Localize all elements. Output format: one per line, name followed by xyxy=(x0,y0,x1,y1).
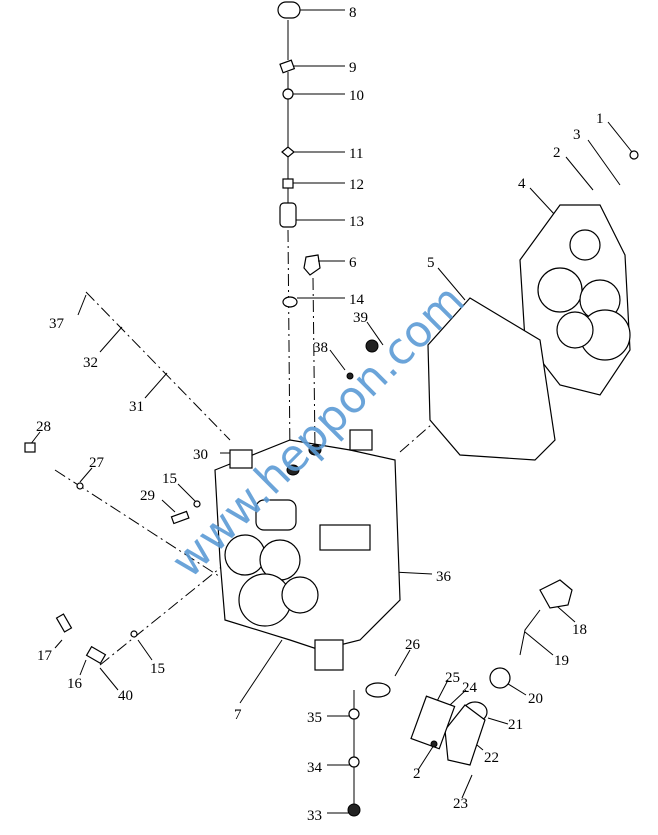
leader-line xyxy=(79,659,87,676)
leader-line xyxy=(394,649,411,677)
leader-line xyxy=(449,689,467,706)
leader-line xyxy=(366,321,384,346)
callout-1: 1 xyxy=(596,111,604,127)
callout-33: 33 xyxy=(307,808,322,824)
part-5-gasket xyxy=(427,297,556,461)
leader-line xyxy=(329,349,346,371)
callout-39: 39 xyxy=(353,310,368,326)
leader-line xyxy=(529,187,556,216)
leader-line xyxy=(99,326,123,353)
callout-16: 16 xyxy=(67,676,83,692)
leader-line xyxy=(137,639,153,661)
leader-line xyxy=(144,372,168,399)
callout-5: 5 xyxy=(427,255,435,271)
top-component-stack xyxy=(277,1,321,461)
leader-line xyxy=(54,639,63,649)
callout-19: 19 xyxy=(554,653,569,669)
small-parts xyxy=(24,150,639,817)
leader-line xyxy=(79,467,93,483)
callout-36: 36 xyxy=(436,569,452,585)
callout-24: 24 xyxy=(462,680,478,696)
callout-27: 27 xyxy=(89,455,105,471)
callout-13: 13 xyxy=(349,214,364,230)
part-12 xyxy=(282,178,294,189)
leader-line xyxy=(487,717,509,725)
callout-34: 34 xyxy=(307,760,323,776)
callout-21: 21 xyxy=(508,717,523,733)
leader-line xyxy=(524,631,554,656)
leader-line xyxy=(461,774,473,799)
leader-line xyxy=(77,294,87,316)
part-14-ring xyxy=(282,296,298,308)
callout-15-2: 15 xyxy=(150,661,165,677)
leader-line xyxy=(565,156,594,191)
callout-11: 11 xyxy=(349,146,363,162)
part-10-washer xyxy=(282,88,294,100)
callout-26: 26 xyxy=(405,637,421,653)
part-9 xyxy=(279,59,296,74)
leader-line xyxy=(417,744,435,771)
callout-14: 14 xyxy=(349,292,365,308)
callout-22: 22 xyxy=(484,750,499,766)
part-7-gearbox-housing xyxy=(214,429,401,671)
leader-line xyxy=(161,499,176,513)
callout-17: 17 xyxy=(37,648,53,664)
part-13 xyxy=(279,202,297,228)
callout-7: 7 xyxy=(234,707,242,723)
callout-9: 9 xyxy=(349,60,357,76)
callout-2-2: 2 xyxy=(413,766,421,782)
callout-12: 12 xyxy=(349,177,364,193)
leader-line xyxy=(177,483,197,503)
leader-line xyxy=(99,667,119,691)
part-11 xyxy=(281,146,295,158)
callout-4: 4 xyxy=(518,176,526,192)
callout-35: 35 xyxy=(307,710,322,726)
callout-18: 18 xyxy=(572,622,587,638)
callout-20: 20 xyxy=(528,691,543,707)
callout-40: 40 xyxy=(118,688,133,704)
part-6 xyxy=(303,254,321,276)
part-4-cover-plate xyxy=(519,204,631,396)
callout-28: 28 xyxy=(36,419,51,435)
leader-line xyxy=(239,639,283,704)
callout-29: 29 xyxy=(140,488,155,504)
callout-23: 23 xyxy=(453,796,468,812)
leader-line xyxy=(587,139,621,186)
callout-8: 8 xyxy=(349,5,357,21)
leader-line xyxy=(437,267,466,301)
callout-15: 15 xyxy=(162,471,177,487)
part-8-cap xyxy=(277,1,301,19)
leader-line xyxy=(607,121,633,153)
callout-37: 37 xyxy=(49,316,65,332)
callout-30: 30 xyxy=(193,447,208,463)
callout-31: 31 xyxy=(129,399,144,415)
callout-3: 3 xyxy=(573,127,581,143)
callout-25: 25 xyxy=(445,670,460,686)
callout-6: 6 xyxy=(349,255,357,271)
callout-2: 2 xyxy=(553,145,561,161)
callout-32: 32 xyxy=(83,355,98,371)
callout-38: 38 xyxy=(313,340,328,356)
callout-10: 10 xyxy=(349,88,364,104)
